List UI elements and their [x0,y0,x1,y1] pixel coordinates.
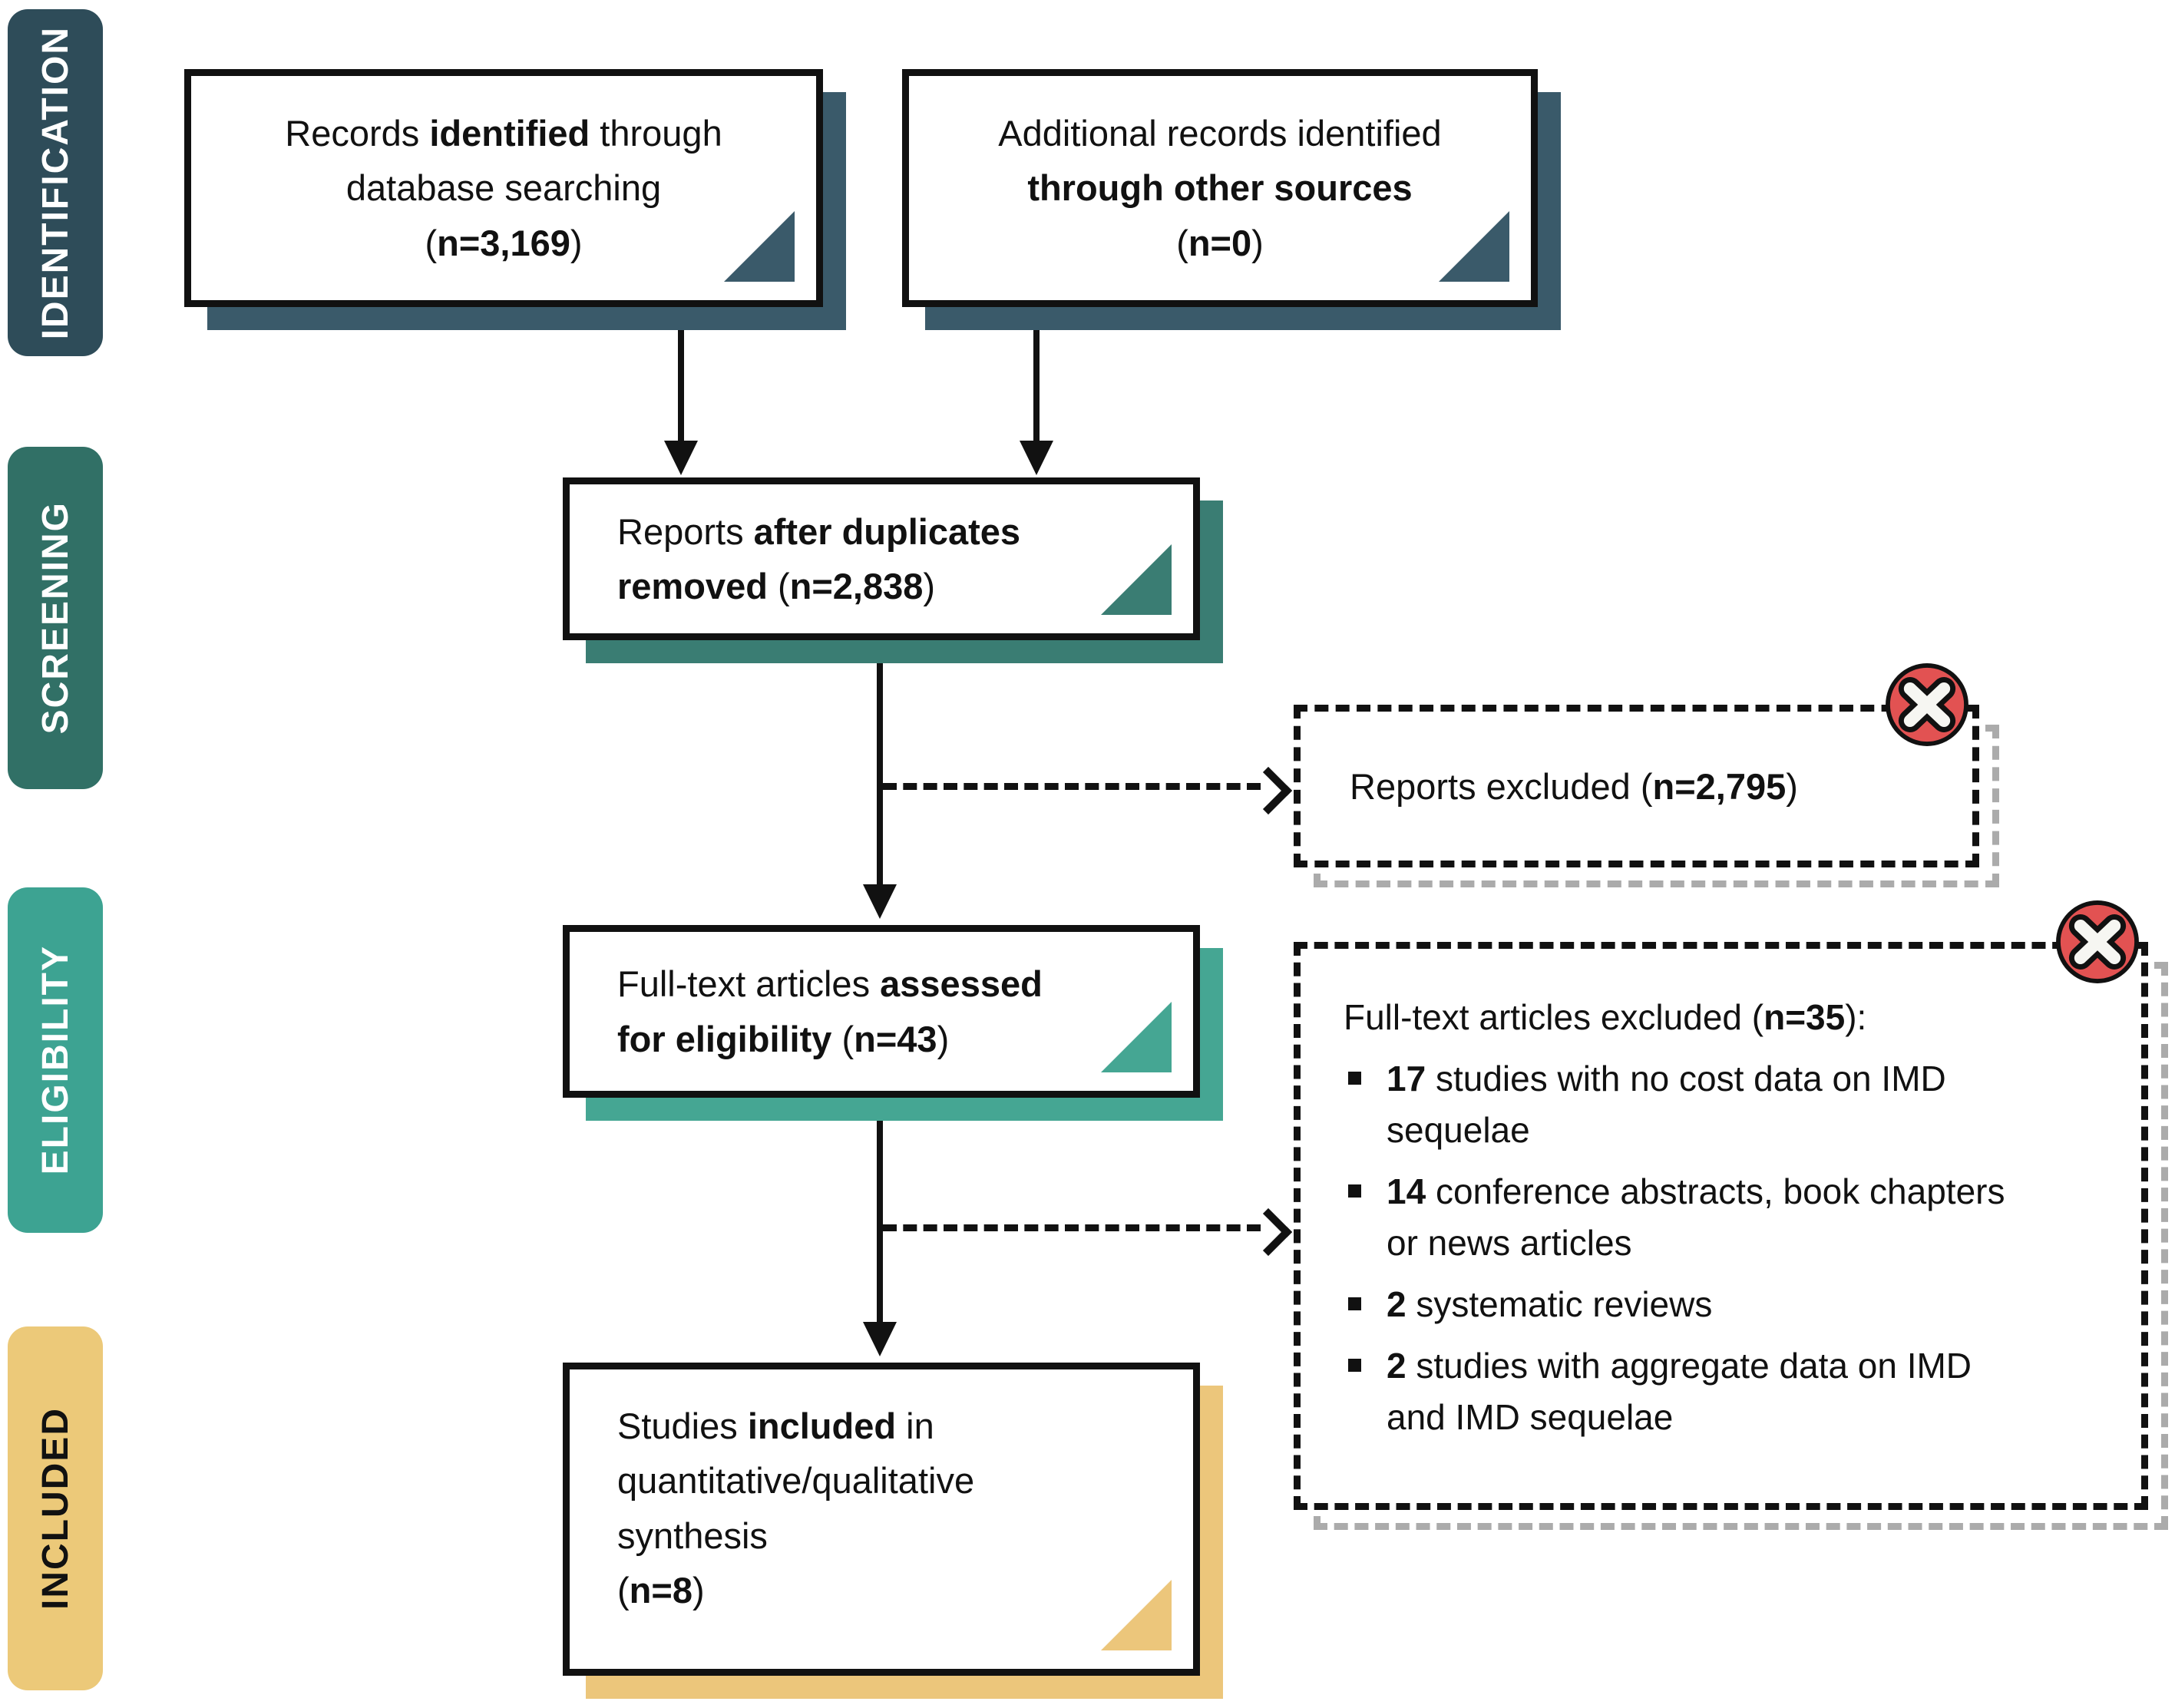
arrowhead-down-icon [863,1322,897,1356]
stage-label-included: INCLUDED [8,1326,103,1690]
square-bullet-icon [1348,1071,1361,1085]
square-bullet-icon [1348,1297,1361,1311]
corner-triangle-icon [1101,1002,1172,1072]
corner-triangle-icon [1101,1580,1172,1650]
stage-label-text: IDENTIFICATION [35,25,76,340]
x-circle-icon [2056,900,2139,983]
square-bullet-icon [1348,1358,1361,1372]
arrowhead-right-icon [1244,766,1293,815]
dashed-arrow-to-reports-excluded [883,783,1261,790]
list-item-text: 2 systematic reviews [1387,1284,1713,1325]
arrowhead-down-icon [863,884,897,919]
box-fulltext-excluded-title: Full-text articles excluded (n=35): [1344,997,1867,1037]
stage-label-text: ELIGIBILITY [35,945,76,1175]
stage-label-text: INCLUDED [35,1407,76,1610]
arrow-duplicates-to-fulltext [877,637,883,886]
arrow-additional-to-duplicates [1033,315,1040,444]
arrowhead-down-icon [664,441,698,475]
stage-label-eligibility: ELIGIBILITY [8,887,103,1233]
square-bullet-icon [1348,1184,1361,1198]
box-fulltext-excluded: Full-text articles excluded (n=35): 17 s… [1294,942,2168,1530]
stage-label-screening: SCREENING [8,447,103,789]
box-reports-excluded: Reports excluded (n=2,795) [1294,705,1999,887]
stage-label-text: SCREENING [35,501,76,735]
box-reports-excluded-text: Reports excluded (n=2,795) [1350,765,1798,807]
arrowhead-down-icon [1020,441,1053,475]
dashed-arrow-to-fulltext-excluded [883,1224,1261,1231]
corner-triangle-icon [1101,544,1172,615]
arrowhead-right-icon [1244,1207,1293,1257]
arrow-records-to-duplicates [678,315,684,444]
x-circle-icon [1886,663,1968,746]
stage-label-identification: IDENTIFICATION [8,9,103,356]
corner-triangle-icon [724,211,795,282]
corner-triangle-icon [1439,211,1509,282]
list-item: 2 systematic reviews [1344,1279,2111,1331]
arrow-fulltext-to-included [877,1096,883,1323]
